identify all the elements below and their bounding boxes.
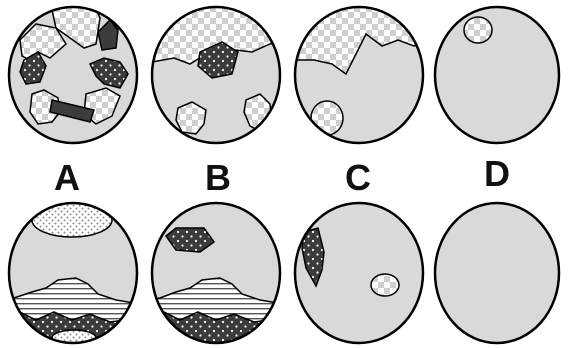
label-b: B — [205, 157, 231, 198]
checker-spot — [311, 101, 343, 135]
planet-c-top — [290, 0, 430, 143]
planet-b-bottom — [150, 203, 284, 348]
checker-spot — [464, 17, 492, 43]
planet-d-bottom — [435, 203, 559, 343]
label-d: D — [484, 153, 510, 194]
planet-b-top — [150, 0, 290, 143]
checker-spot — [371, 274, 399, 296]
label-a: A — [54, 157, 80, 198]
planet-a-top — [9, 5, 137, 143]
planet-d-top — [435, 7, 559, 143]
planet-a-bottom — [0, 203, 140, 348]
planet-c-bottom — [295, 203, 423, 343]
label-c: C — [345, 157, 371, 198]
